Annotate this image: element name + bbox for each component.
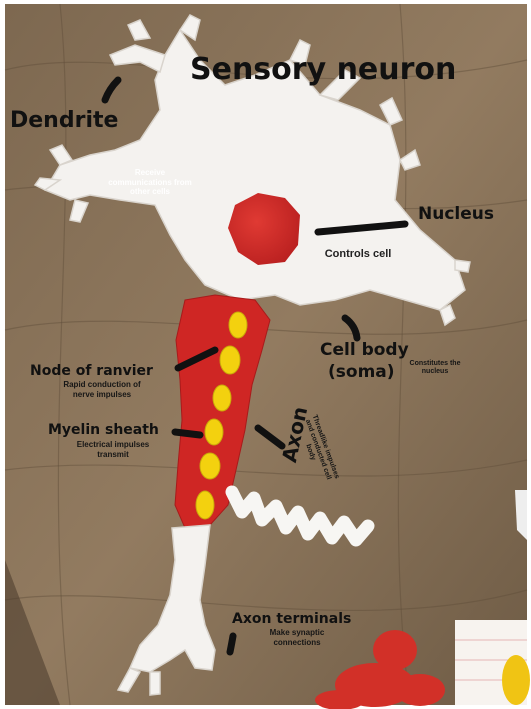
label-myelin-sheath: Myelin sheath <box>48 423 159 437</box>
desc-nucleus: Controls cell <box>318 250 398 260</box>
desc-axon-terminals: Make synaptic connections <box>252 628 342 647</box>
desc-cell-body: Constitutes the nucleus <box>395 360 475 376</box>
label-axon-terminals: Axon terminals <box>232 612 351 626</box>
label-nucleus: Nucleus <box>418 206 494 223</box>
diagram-title: Sensory neuron <box>190 55 456 85</box>
label-cell-body: Cell body <box>320 342 409 359</box>
desc-myelin-sheath: Electrical impulses transmit <box>58 440 168 459</box>
label-node-of-ranvier: Node of ranvier <box>30 364 153 378</box>
desc-dendrite: Receive communications from other cells <box>95 168 205 197</box>
label-dendrite: Dendrite <box>10 110 118 132</box>
desc-node-of-ranvier: Rapid conduction of nerve impulses <box>42 380 162 399</box>
label-soma: (soma) <box>328 364 395 381</box>
